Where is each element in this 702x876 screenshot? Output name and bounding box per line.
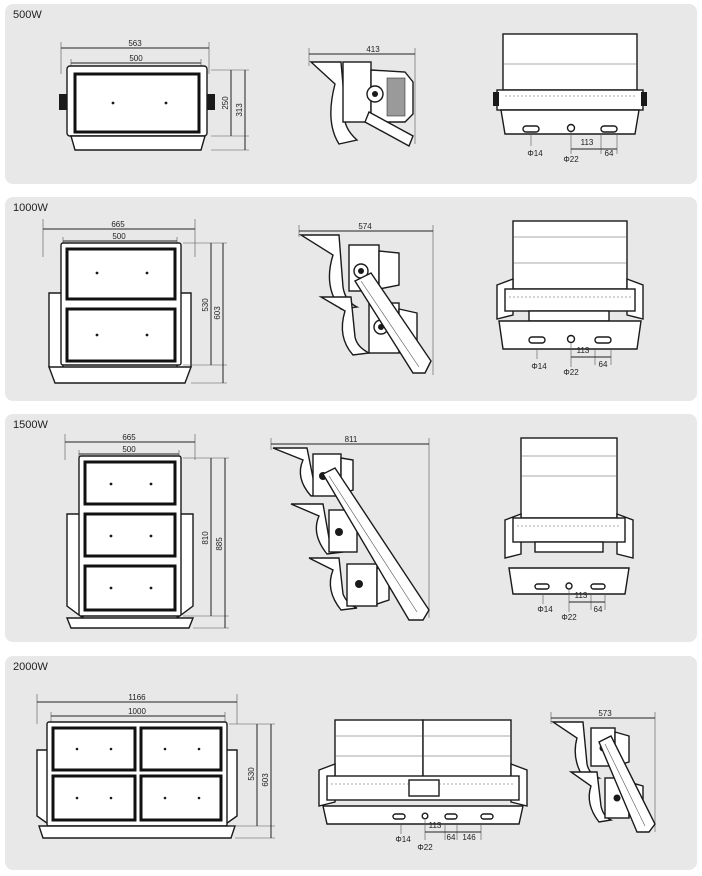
hole-center-label: Φ22 [563,368,579,377]
side-view: 811 [270,435,430,621]
hole-center-label: Φ22 [561,613,577,622]
back-view: Φ14 Φ22 113 64 146 [318,719,528,852]
panel-2000w: 2000W 1166 1000 [5,656,697,870]
hole-small-label: Φ14 [537,605,553,614]
slot2-label: 146 [462,833,476,842]
dim-overall-width: 1166 [128,693,146,702]
dim-overall-height: 885 [215,537,224,551]
hole-center-label: Φ22 [417,843,433,852]
dim-inner-height: 250 [221,96,230,110]
panel-title: 500W [13,9,42,21]
slot-label: 64 [605,149,614,158]
dim-inner-width: 500 [122,445,136,454]
drawing-1500w: 665 500 810 885 [64,433,634,629]
hole-spacing-label: 113 [581,138,594,147]
slot-label: 64 [599,360,608,369]
slot-label: 64 [594,605,603,614]
drawing-1000w: 665 500 530 603 574 [42,219,644,384]
side-view: 413 [308,45,416,147]
hole-spacing-label: 113 [575,591,588,600]
dim-overall-width: 665 [111,220,125,229]
drawing-2000w: 1166 1000 530 [36,693,656,852]
side-view: 573 [550,709,656,833]
back-view: Φ14 Φ22 113 64 [504,437,634,622]
back-view: Φ14 Φ22 113 64 [496,220,644,377]
panel-title: 2000W [13,661,48,673]
dim-overall-height: 313 [235,103,244,117]
front-view: 665 500 810 885 [64,433,229,629]
back-view: Φ14 Φ22 113 64 [493,33,647,164]
hole-center-label: Φ22 [563,155,579,164]
dim-overall-height: 603 [213,306,222,320]
dim-depth: 574 [358,222,372,231]
slot-label: 64 [447,833,456,842]
hole-spacing-label: 113 [429,821,442,830]
dim-overall-width: 665 [122,433,136,442]
dim-inner-height: 530 [201,298,210,312]
panel-1000w: 1000W 665 500 530 603 [5,197,697,401]
dim-depth: 811 [345,435,358,444]
dim-inner-height: 810 [201,531,210,545]
dim-inner-width: 500 [129,54,143,63]
drawing-500w: 563 500 250 313 413 [59,33,647,164]
hole-spacing-label: 113 [577,346,590,355]
front-view: 665 500 530 603 [42,219,227,384]
dim-depth: 413 [366,45,380,54]
dim-overall-height: 603 [261,773,270,787]
panel-title: 1500W [13,419,48,431]
panel-500w: 500W 563 500 250 313 [5,4,697,184]
front-view: 563 500 250 313 [59,39,249,151]
hole-small-label: Φ14 [395,835,411,844]
dim-inner-width: 1000 [128,707,146,716]
side-view: 574 [298,222,434,375]
panel-1500w: 1500W 665 500 [5,414,697,642]
hole-small-label: Φ14 [531,362,547,371]
panel-title: 1000W [13,202,48,214]
dim-inner-height: 530 [247,767,256,781]
hole-small-label: Φ14 [527,149,543,158]
dim-depth: 573 [598,709,612,718]
front-view: 1166 1000 530 [36,693,275,839]
dim-inner-width: 500 [112,232,126,241]
dim-overall-width: 563 [128,39,142,48]
